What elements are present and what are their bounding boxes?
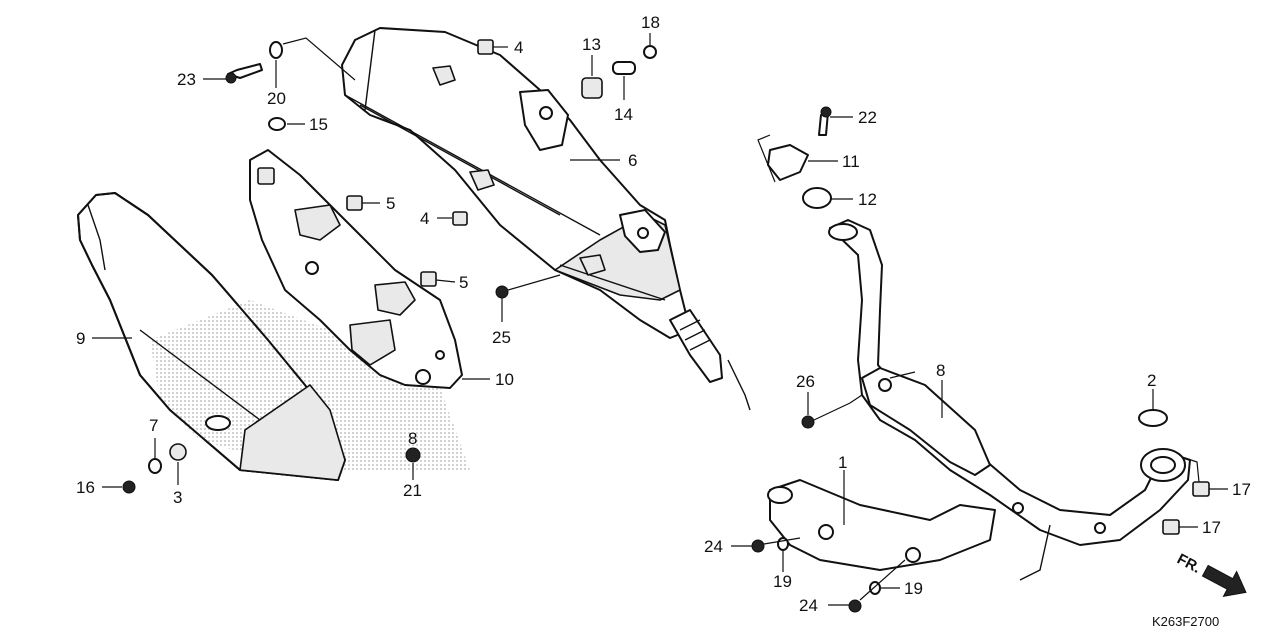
callout-8: 8 — [936, 361, 945, 380]
callout-22: 22 — [858, 108, 877, 127]
callout-2: 2 — [1147, 371, 1156, 390]
callout-24: 24 — [799, 596, 818, 615]
front-label: FR. — [1174, 551, 1203, 577]
callout-17: 17 — [1232, 480, 1251, 499]
callout-5: 5 — [459, 273, 468, 292]
front-direction-indicator: FR. — [1174, 551, 1247, 597]
callout-19: 19 — [773, 572, 792, 591]
callout-25: 25 — [492, 328, 511, 347]
muffler-silencer — [341, 27, 751, 411]
hardware-parts — [122, 39, 1210, 613]
callout-7: 7 — [149, 416, 158, 435]
callout-19: 19 — [904, 579, 923, 598]
callout-20: 20 — [267, 89, 286, 108]
diagram-code: K263F2700 — [1152, 614, 1219, 629]
callout-10: 10 — [495, 370, 514, 389]
callout-15: 15 — [309, 115, 328, 134]
callout-4: 4 — [514, 38, 523, 57]
callout-11: 11 — [842, 152, 860, 171]
callout-24: 24 — [704, 537, 723, 556]
callout-labels: 23 20 15 4 13 18 14 6 5 4 5 25 9 10 7 8 … — [76, 13, 1251, 615]
leader-lines — [92, 33, 1228, 606]
callout-12: 12 — [858, 190, 877, 209]
callout-13: 13 — [582, 35, 601, 54]
muffler-heat-shield — [77, 192, 470, 481]
front-arrow-icon — [1201, 564, 1247, 597]
callout-4: 4 — [420, 209, 429, 228]
callout-9: 9 — [76, 329, 85, 348]
callout-14: 14 — [614, 105, 633, 124]
callout-26: 26 — [796, 372, 815, 391]
callout-16: 16 — [76, 478, 95, 497]
callout-5: 5 — [386, 194, 395, 213]
callout-23: 23 — [177, 70, 196, 89]
callout-6: 6 — [628, 151, 637, 170]
muffler-protector-plate — [249, 149, 463, 389]
callout-8: 8 — [408, 429, 417, 448]
callout-21: 21 — [403, 481, 422, 500]
callout-1: 1 — [838, 453, 847, 472]
callout-18: 18 — [641, 13, 660, 32]
callout-3: 3 — [173, 488, 182, 507]
callout-17: 17 — [1202, 518, 1221, 537]
exhaust-pipe — [767, 219, 1191, 581]
